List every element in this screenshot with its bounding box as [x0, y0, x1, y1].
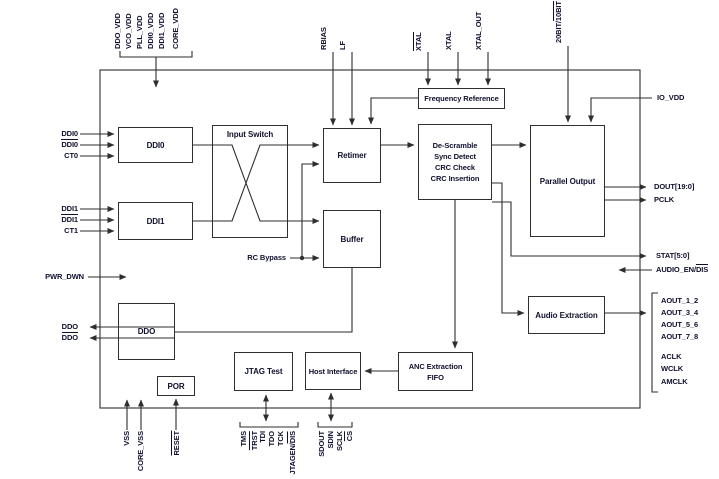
pin-amclk: AMCLK	[661, 377, 688, 386]
block-ddi0: DDI0	[118, 127, 193, 163]
block-ddi0-label: DDI0	[146, 140, 165, 150]
block-por: POR	[157, 376, 195, 396]
pin-ct0: CT0	[64, 151, 78, 160]
block-ddi1-label: DDI1	[146, 216, 165, 226]
pin-xtal-out: XTAL_OUT	[474, 11, 483, 50]
block-buffer: Buffer	[323, 210, 381, 268]
pin-ddo-n: DDO	[18, 332, 78, 342]
pin-20bit-10bit: 20BIT/10BIT	[553, 1, 563, 43]
pin-tms: TMS	[239, 431, 248, 447]
block-descramble-line2: Sync Detect	[434, 152, 476, 161]
pin-audio-en-dis-overlined: DIS	[695, 264, 709, 274]
block-ddo-label: DDO	[137, 327, 156, 336]
pin-xtal-n: XTAL	[413, 32, 423, 51]
pin-vss: VSS	[122, 431, 131, 446]
block-frequency-reference: Frequency Reference	[418, 88, 505, 109]
block-audio-extraction-label: Audio Extraction	[535, 310, 598, 320]
block-descramble-line4: CRC Insertion	[430, 174, 480, 183]
pin-ct1: CT1	[64, 226, 78, 235]
block-audio-extraction: Audio Extraction	[528, 296, 605, 334]
pin-core-vss: CORE_VSS	[136, 431, 145, 472]
block-ddo: DDO	[118, 303, 175, 360]
pin-ddi1-n: DDI1	[18, 214, 78, 224]
pin-cs: CS	[344, 431, 354, 442]
pin-aclk: ACLK	[661, 352, 682, 361]
pin-aout-1-2: AOUT_1_2	[661, 296, 699, 305]
pin-ddi1-vdd: DDI1_VDD	[157, 12, 166, 49]
block-parallel-output: Parallel Output	[530, 125, 605, 237]
pin-audio-en-dis: AUDIO_EN/DIS	[656, 264, 709, 274]
pin-pll-vdd: PLL_VDD	[135, 15, 144, 49]
block-host-interface: Host Interface	[305, 352, 361, 390]
block-ddi1: DDI1	[118, 202, 193, 240]
pin-ddo: DDO	[61, 322, 78, 331]
junction-dot	[299, 255, 305, 261]
pin-io-vdd: IO_VDD	[657, 93, 685, 102]
pin-tck: TCK	[276, 431, 285, 447]
pin-tdo: TDO	[267, 431, 276, 447]
block-anc-line1: ANC Extraction	[408, 361, 463, 371]
pin-aout-3-4: AOUT_3_4	[661, 308, 699, 317]
pin-ddi1-n-text: DDI1	[61, 214, 78, 224]
pin-vco-vdd: VCO_VDD	[124, 13, 133, 49]
pin-rc-bypass: RC Bypass	[247, 253, 286, 262]
pin-dout: DOUT[19:0]	[654, 182, 695, 191]
pin-ddi0: DDI0	[61, 129, 78, 138]
pin-ddo-n-text: DDO	[61, 332, 78, 342]
block-retimer-label: Retimer	[337, 151, 367, 160]
block-por-label: POR	[167, 381, 185, 391]
block-host-interface-label: Host Interface	[308, 366, 358, 376]
pin-rbias: RBIAS	[319, 27, 328, 50]
block-frequency-reference-label: Frequency Reference	[424, 94, 499, 103]
block-anc-line2: FIFO	[427, 372, 444, 382]
pin-jtagen-prefix: JTAGEN/	[288, 443, 297, 475]
pin-xtal: XTAL	[444, 31, 453, 50]
pin-sdin: SDIN	[326, 431, 335, 449]
pin-wclk: WCLK	[661, 364, 684, 373]
block-jtag-test: JTAG Test	[234, 352, 293, 391]
pin-lf: LF	[338, 41, 347, 50]
block-parallel-output-label: Parallel Output	[539, 176, 596, 186]
block-jtag-test-label: JTAG Test	[244, 367, 283, 376]
pin-sclk: SCLK	[335, 431, 344, 452]
pin-aout-5-6: AOUT_5_6	[661, 320, 699, 329]
pin-20bit-prefix: 20BIT/	[554, 21, 563, 43]
pin-sdout: SDOUT	[317, 431, 326, 457]
pin-pwr-dwn: PWR_DWN	[45, 272, 84, 281]
block-anc-extraction-fifo: ANC Extraction FIFO	[398, 352, 473, 391]
pin-stat: STAT[5:0]	[656, 251, 690, 260]
block-retimer: Retimer	[323, 128, 381, 183]
pin-ddi0-n-text: DDI0	[61, 139, 78, 149]
pin-ddi1: DDI1	[61, 204, 78, 213]
pin-core-vdd: CORE_VDD	[171, 8, 180, 49]
pin-ddo-vdd: DDO_VDD	[113, 13, 122, 49]
pin-10bit-overlined: 10BIT	[553, 1, 563, 22]
block-descramble-line3: CRC Check	[435, 163, 475, 172]
block-input-switch: Input Switch	[212, 125, 288, 238]
block-descramble: De-Scramble Sync Detect CRC Check CRC In…	[418, 124, 492, 200]
pin-jtagen-dis-overlined: DIS	[287, 431, 297, 444]
block-input-switch-label: Input Switch	[226, 130, 274, 139]
pin-ddi0-vdd: DDI0_VDD	[146, 12, 155, 49]
pin-brackets	[119, 51, 658, 428]
pin-audio-en-prefix: AUDIO_EN/	[656, 265, 696, 274]
pin-jtagen-dis: JTAGEN/DIS	[287, 431, 297, 475]
pin-tdi: TDI	[258, 431, 267, 443]
block-buffer-label: Buffer	[340, 234, 364, 244]
pin-aout-7-8: AOUT_7_8	[661, 332, 699, 341]
block-descramble-line1: De-Scramble	[432, 141, 478, 150]
pin-ddi0-n: DDI0	[18, 139, 78, 149]
pin-reset: RESET	[171, 431, 181, 456]
pin-pclk: PCLK	[654, 195, 675, 204]
